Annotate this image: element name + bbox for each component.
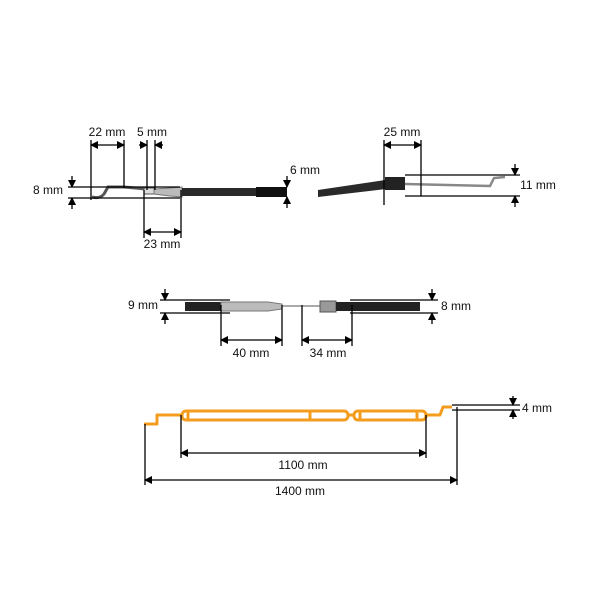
middle-cable-section (160, 289, 438, 346)
cable-diameter-label: 6 mm (290, 163, 320, 177)
sleeve-length-label: 23 mm (143, 237, 181, 251)
total-length-label: 1400 mm (274, 484, 326, 498)
top-right-cable-end (318, 140, 520, 207)
sheath-length-label: 1100 mm (278, 458, 328, 472)
middle-right-ferrule-label: 34 mm (309, 346, 347, 360)
right-hook-height-label: 11 mm (520, 178, 556, 192)
middle-left-diameter-label: 9 mm (128, 298, 158, 312)
slot-width-label: 5 mm (137, 125, 167, 139)
hook-length-label: 22 mm (88, 125, 126, 139)
wire-diameter-label: 4 mm (522, 401, 552, 415)
left-end-height-label: 8 mm (33, 183, 63, 197)
top-left-cable-end (68, 140, 291, 238)
middle-left-ferrule-label: 40 mm (232, 346, 270, 360)
overall-cable-outline (144, 396, 520, 485)
right-ferrule-length-label: 25 mm (383, 125, 421, 139)
middle-right-diameter-label: 8 mm (441, 299, 471, 313)
